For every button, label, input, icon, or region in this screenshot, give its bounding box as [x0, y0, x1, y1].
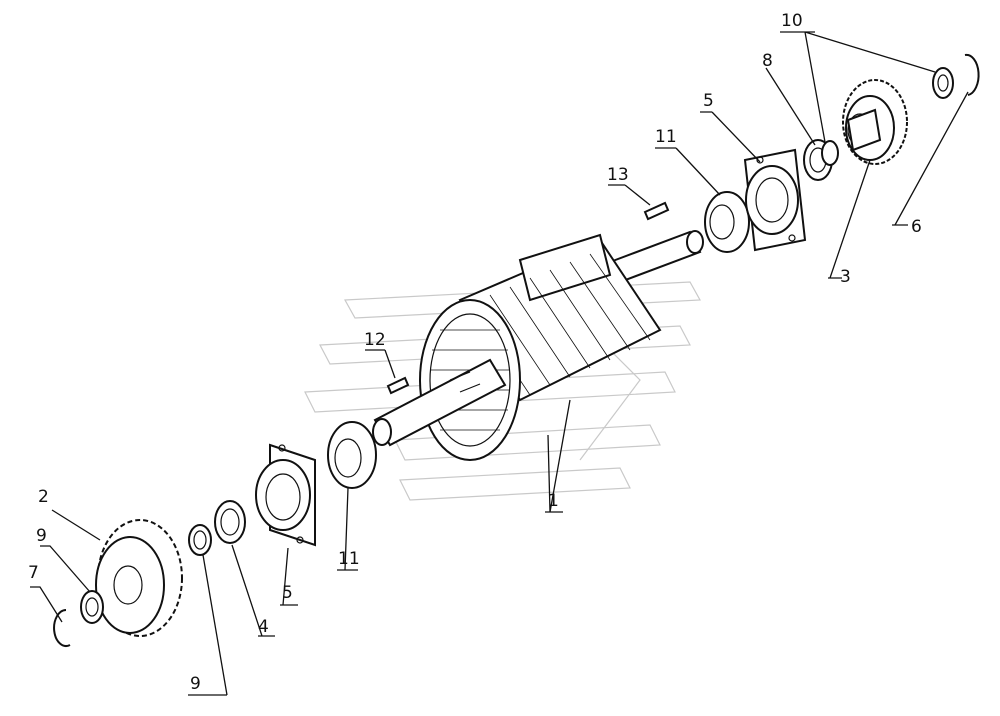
callout-9-upper: 9	[36, 526, 47, 546]
callout-6: 6	[911, 217, 922, 237]
washer-10	[821, 67, 954, 166]
rotor-drum	[372, 230, 704, 461]
callout-11-left: 11	[338, 549, 360, 569]
callout-9-lower: 9	[190, 674, 201, 694]
leader-lines	[30, 31, 969, 696]
callout-12: 12	[364, 330, 386, 350]
callout-11-right: 11	[655, 127, 677, 147]
callout-2: 2	[38, 487, 49, 507]
callout-1: 1	[548, 491, 559, 511]
callout-labels: 1 2 3 4 5 5 6 7 8 9 9 10 11 11 12 13	[28, 11, 922, 694]
callout-5-right: 5	[703, 91, 714, 111]
callout-4: 4	[258, 617, 269, 637]
snap-ring-6	[964, 53, 980, 96]
callout-8: 8	[762, 51, 773, 71]
gear-3	[842, 79, 908, 165]
gear-2	[95, 519, 183, 637]
key-12	[386, 376, 410, 395]
callout-3: 3	[840, 267, 851, 287]
bearing-11-left	[327, 421, 377, 489]
callout-10: 10	[781, 11, 803, 31]
bearing-11-right	[704, 191, 750, 253]
callout-13: 13	[607, 165, 629, 185]
callout-7: 7	[28, 563, 39, 583]
key-13	[643, 201, 670, 221]
needle-bearing-4	[214, 500, 246, 544]
washer-9-middle	[188, 524, 212, 556]
flange-5-right	[743, 148, 807, 252]
washer-9-outer	[80, 590, 104, 624]
callout-5-left: 5	[282, 583, 293, 603]
flange-5-left	[255, 443, 316, 547]
snap-ring-7	[53, 609, 71, 647]
